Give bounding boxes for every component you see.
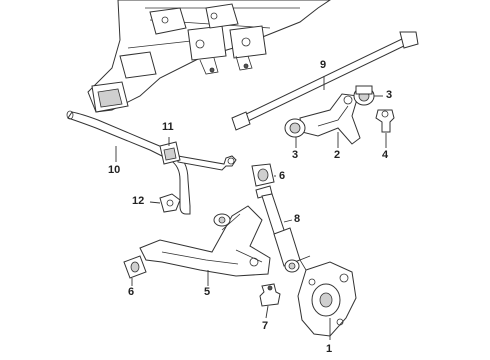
stabilizer-bar — [66, 110, 237, 215]
callout-3-left: 3 — [292, 149, 299, 161]
callout-1: 1 — [326, 343, 333, 355]
lower-control-arm — [139, 205, 271, 277]
callout-12: 12 — [132, 195, 145, 207]
upper-arm-bushing-left — [284, 118, 306, 138]
shock-mount-bushing — [251, 163, 275, 187]
callout-5: 5 — [204, 286, 211, 298]
callout-8: 8 — [294, 213, 301, 225]
upper-ball-joint — [375, 109, 395, 133]
stabilizer-bushing — [159, 141, 181, 165]
callout-10: 10 — [108, 164, 121, 176]
callout-2: 2 — [334, 149, 341, 161]
lower-ball-joint — [259, 283, 281, 307]
callout-6-upper: 6 — [279, 170, 286, 182]
upper-control-arm — [299, 93, 361, 145]
callout-3-right: 3 — [386, 89, 393, 101]
callout-6-lower: 6 — [128, 286, 135, 298]
shock-absorber — [255, 185, 301, 273]
steering-knuckle — [297, 255, 357, 337]
bushing-clamp — [159, 193, 181, 213]
callout-9: 9 — [320, 59, 327, 71]
callout-4: 4 — [382, 149, 389, 161]
upper-arm-bushing-right — [353, 85, 375, 106]
tie-rod-bar — [231, 31, 419, 131]
lower-arm-bushing — [123, 255, 147, 279]
callout-11: 11 — [162, 121, 174, 133]
leader-lines — [115, 76, 387, 340]
frame-crossmember — [87, 0, 331, 113]
callout-7: 7 — [262, 320, 269, 332]
